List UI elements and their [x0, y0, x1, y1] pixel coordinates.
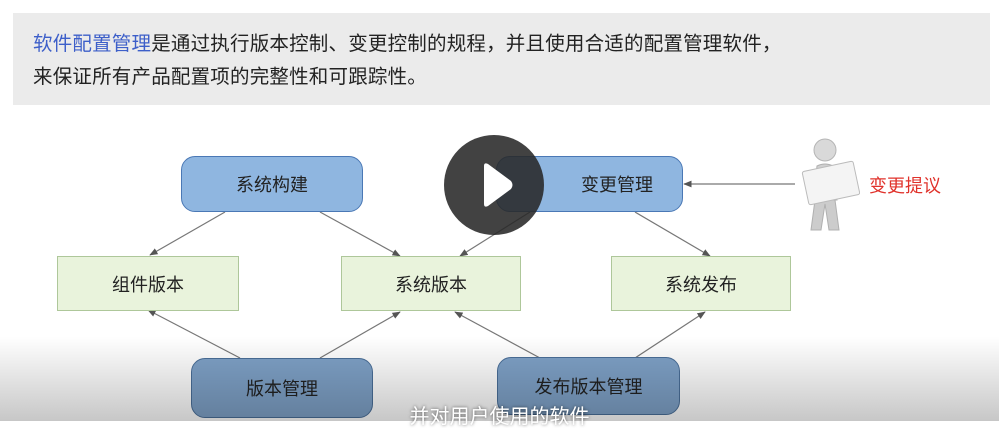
definition-line1: 是通过执行版本控制、变更控制的规程，并且使用合适的配置管理软件，	[151, 32, 782, 55]
video-subtitle: 并对用户使用的软件	[409, 404, 590, 428]
node-system-release-label: 系统发布	[665, 274, 737, 296]
play-icon	[484, 163, 513, 207]
node-version-management: 版本管理	[191, 358, 373, 418]
node-system-version: 系统版本	[341, 256, 521, 311]
definition-banner: 软件配置管理是通过执行版本控制、变更控制的规程，并且使用合适的配置管理软件， 来保…	[13, 13, 990, 105]
edge-build-to-system-version	[319, 211, 401, 257]
edge-build-to-component	[149, 211, 226, 256]
node-version-management-label: 版本管理	[246, 379, 318, 400]
node-component-version-label: 组件版本	[112, 274, 184, 296]
person-holding-sign-icon	[801, 138, 860, 231]
edge-change-to-release	[634, 211, 711, 257]
node-change-management-label: 变更管理	[581, 175, 653, 196]
play-button[interactable]	[444, 135, 544, 235]
node-release-version-management: 发布版本管理	[497, 357, 680, 415]
node-system-build-label: 系统构建	[236, 175, 308, 196]
change-proposal-label: 变更提议	[869, 176, 941, 197]
definition-highlight: 软件配置管理	[33, 32, 152, 55]
edge-rvm-to-system-version	[454, 311, 541, 359]
edge-vm-to-component	[147, 309, 241, 359]
edge-vm-to-system-version	[319, 311, 401, 359]
node-component-version: 组件版本	[57, 256, 239, 311]
node-system-build: 系统构建	[181, 156, 363, 212]
node-system-version-label: 系统版本	[395, 274, 467, 296]
definition-text: 软件配置管理是通过执行版本控制、变更控制的规程，并且使用合适的配置管理软件， 来保…	[33, 27, 970, 93]
node-system-release: 系统发布	[611, 256, 791, 311]
definition-line2: 来保证所有产品配置项的完整性和可跟踪性。	[33, 65, 428, 88]
node-release-version-management-label: 发布版本管理	[534, 377, 643, 398]
edge-rvm-to-release	[634, 311, 706, 359]
